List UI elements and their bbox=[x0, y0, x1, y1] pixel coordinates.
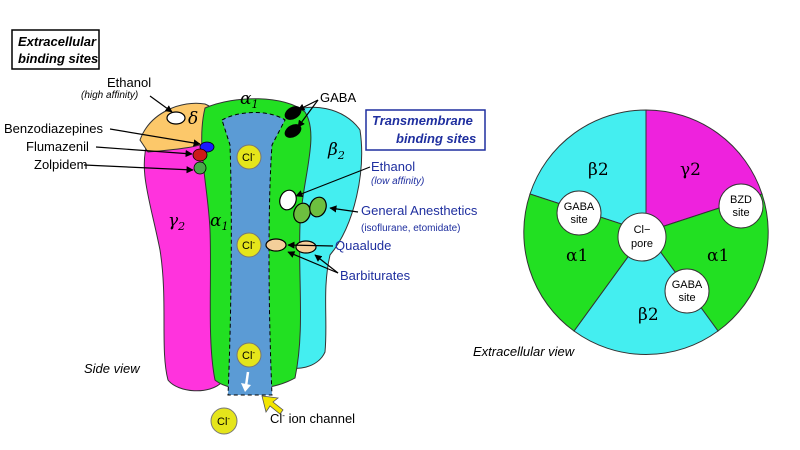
gaba-site-top: GABA site bbox=[556, 190, 602, 236]
svg-text:Extracellular: Extracellular bbox=[18, 34, 97, 49]
zolpidem-label: Zolpidem bbox=[34, 157, 87, 172]
gaba-site-1 bbox=[284, 106, 302, 120]
svg-text:Cl-: Cl- bbox=[217, 414, 230, 428]
wheel-label-beta2-top: β2 bbox=[588, 160, 609, 180]
ethanol-high-site bbox=[166, 111, 186, 125]
side-view: δ α1 β2 γ2 α1 Cl- Cl- Cl- Cl- bbox=[4, 29, 486, 435]
wheel-label-beta2-bottom: β2 bbox=[638, 305, 659, 325]
ion-flow-arrow-icon bbox=[244, 371, 250, 387]
chloride-ion: Cl- bbox=[236, 144, 262, 170]
delta-label: δ bbox=[188, 109, 198, 129]
ion-channel-pointer-icon bbox=[261, 395, 284, 415]
ethanol-low-site bbox=[279, 189, 297, 211]
chloride-ion: Cl- bbox=[236, 342, 262, 368]
ethanol-high-label: Ethanol bbox=[107, 75, 151, 90]
svg-text:GABA: GABA bbox=[672, 279, 703, 291]
wheel-label-alpha1-left: α1 bbox=[566, 246, 588, 266]
bzd-site: BZD site bbox=[718, 183, 764, 229]
wheel-segment-beta2-top bbox=[529, 109, 647, 233]
chloride-ion: Cl- bbox=[236, 232, 262, 258]
ion-channel-label: Cl- ion channel bbox=[270, 411, 355, 426]
zolpidem-site bbox=[193, 161, 207, 175]
beta-label: β2 bbox=[327, 140, 345, 162]
svg-text:pore: pore bbox=[631, 238, 653, 250]
transmembrane-binding-sites-box: Transmembrane binding sites bbox=[365, 109, 486, 151]
ethanol-low-note: (low affinity) bbox=[371, 176, 424, 187]
svg-text:site: site bbox=[678, 292, 695, 304]
gaba-site-bottom: GABA site bbox=[664, 268, 710, 314]
extracellular-binding-sites-box: Extracellular binding sites bbox=[11, 29, 100, 70]
svg-text:site: site bbox=[570, 214, 587, 226]
gaba-site-2 bbox=[284, 124, 302, 138]
anesthetic-site-1 bbox=[293, 202, 311, 224]
gamma-label: γ2 bbox=[168, 211, 185, 233]
wheel-segment-alpha1-right bbox=[645, 193, 769, 332]
side-view-label: Side view bbox=[84, 361, 141, 376]
chloride-pore: Cl− pore bbox=[617, 212, 667, 262]
svg-text:BZD: BZD bbox=[730, 194, 752, 206]
wheel-segment-alpha1-left bbox=[523, 193, 647, 332]
quaalude-site bbox=[265, 238, 287, 252]
wheel-segment-beta2-bottom bbox=[573, 231, 719, 355]
barbiturates-label: Barbiturates bbox=[340, 268, 411, 283]
svg-text:binding sites: binding sites bbox=[396, 131, 476, 146]
annotation-arrows bbox=[83, 95, 371, 274]
general-anesthetics-label: General Anesthetics bbox=[361, 203, 478, 218]
gaba-label: GABA bbox=[320, 90, 356, 105]
svg-text:Cl−: Cl− bbox=[634, 224, 651, 236]
wheel-label-alpha1-right: α1 bbox=[707, 246, 729, 266]
chloride-ion: Cl- bbox=[210, 407, 238, 435]
quaalude-label: Quaalude bbox=[335, 238, 391, 253]
svg-text:binding sites: binding sites bbox=[18, 51, 98, 66]
alpha-mid-label: α1 bbox=[210, 211, 228, 233]
extracellular-view-label: Extracellular view bbox=[473, 344, 576, 359]
svg-text:Cl-: Cl- bbox=[242, 150, 255, 164]
ethanol-high-note: (high affinity) bbox=[81, 90, 138, 101]
benzodiazepines-label: Benzodiazepines bbox=[4, 121, 104, 136]
ethanol-low-label: Ethanol bbox=[371, 159, 415, 174]
anesthetic-site-2 bbox=[309, 196, 327, 218]
svg-text:GABA: GABA bbox=[564, 201, 595, 213]
flumazenil-site bbox=[192, 148, 208, 162]
extracellular-view: β2 γ2 α1 β2 α1 GABA site BZD site GABA s… bbox=[473, 109, 769, 359]
svg-text:Cl-: Cl- bbox=[242, 238, 255, 252]
alpha-top-label: α1 bbox=[240, 89, 258, 111]
svg-text:Transmembrane: Transmembrane bbox=[372, 113, 473, 128]
svg-text:Cl-: Cl- bbox=[242, 348, 255, 362]
general-anesthetics-note: (isoflurane, etomidate) bbox=[361, 223, 461, 234]
svg-text:site: site bbox=[732, 207, 749, 219]
flumazenil-label: Flumazenil bbox=[26, 139, 89, 154]
wheel-label-gamma2: γ2 bbox=[680, 160, 701, 180]
barbiturate-site bbox=[295, 240, 317, 254]
